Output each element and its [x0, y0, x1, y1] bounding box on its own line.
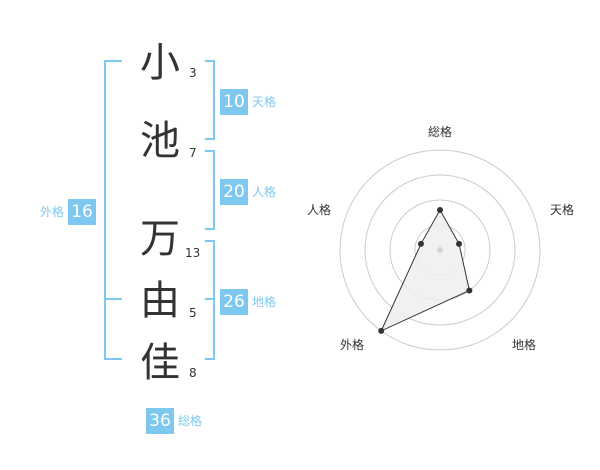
radar-axis-label-chikaku: 地格 [512, 338, 537, 352]
chikaku-value: 26 [220, 289, 248, 315]
radar-axis-label-jinkaku: 人格 [307, 203, 332, 217]
soukaku-badge: 36 総格 [146, 408, 202, 434]
jinkaku-label: 人格 [252, 185, 277, 199]
radar-ring-2 [389, 199, 491, 301]
soukaku-label: 総格 [178, 414, 203, 428]
radar-axis-label-gaikaku: 外格 [340, 338, 365, 352]
stroke-count-2: 7 [189, 146, 197, 160]
tenkaku-badge: 10 天格 [220, 89, 276, 115]
chikaku-badge: 26 地格 [220, 289, 276, 315]
name-char-4: 由 [140, 278, 180, 324]
radar-ring-3 [364, 174, 516, 326]
radar-point-2 [456, 240, 463, 247]
radar-axis-label-tenkaku: 天格 [550, 203, 575, 217]
radar-point-3 [466, 287, 473, 294]
radar-center-dot [437, 247, 443, 253]
radar-point-5 [417, 240, 424, 247]
gaikaku-label: 外格 [40, 205, 65, 219]
jinkaku-value: 20 [220, 179, 248, 205]
gaikaku-badge: 外格 16 [40, 199, 97, 225]
name-char-3: 万 [140, 216, 180, 262]
name-char-2: 池 [140, 118, 180, 164]
radar-ring-1 [414, 224, 466, 276]
tenkaku-label: 天格 [252, 95, 277, 109]
stroke-count-4: 5 [189, 306, 197, 320]
tenkaku-value: 10 [220, 89, 248, 115]
chikaku-label: 地格 [252, 295, 277, 309]
jinkaku-badge: 20 人格 [220, 179, 276, 205]
stroke-count-5: 8 [189, 366, 197, 380]
name-char-1: 小 [140, 40, 180, 86]
soukaku-value: 36 [146, 408, 174, 434]
radar-ring-4 [339, 149, 541, 351]
stroke-count-1: 3 [189, 66, 197, 80]
name-char-5: 佳 [140, 340, 180, 386]
stroke-count-3: 13 [185, 246, 201, 260]
gaikaku-value: 16 [68, 199, 97, 225]
radar-point-1 [437, 207, 443, 213]
radar-series-polygon [380, 208, 470, 332]
radar-axis-label-soukaku: 総格 [428, 125, 453, 139]
radar-point-4 [378, 327, 385, 334]
